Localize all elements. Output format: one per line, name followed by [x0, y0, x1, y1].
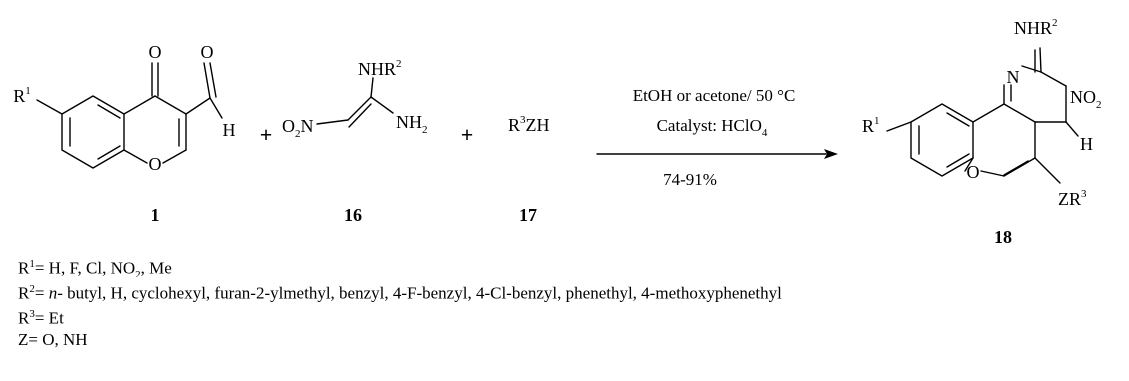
r2-definition: R2= n- butyl, H, cyclohexyl, furan-2-ylm… [18, 283, 782, 302]
compound-18-nhr2-label: NHR2 [1014, 17, 1058, 38]
r3-definition: R3= Et [18, 308, 64, 327]
compound-1-r1-label: R1 [13, 85, 31, 106]
compound-16-nitro-group: O2N [282, 116, 314, 140]
compound-18-structure [886, 47, 1079, 184]
condition-solvent-temperature: EtOH or acetone/ 50 °C [633, 86, 796, 105]
compound-18-hydrogen: H [1080, 134, 1093, 154]
condition-catalyst: Catalyst: HClO4 [657, 116, 768, 139]
compound-1-aldehyde-hydrogen: H [223, 120, 236, 140]
compound-1-structure [36, 62, 223, 169]
plus-sign-1: + [260, 122, 273, 147]
compound-16-structure [316, 77, 394, 128]
compound-1-ring-oxygen: O [149, 154, 162, 174]
compound-18-benzene-ring [910, 103, 974, 177]
r1-definition: R1= H, F, Cl, NO2, Me [18, 258, 172, 277]
compound-1-benzene-ring [61, 95, 125, 169]
reaction-yield: 74-91% [663, 170, 717, 189]
compound-1-number: 1 [151, 205, 160, 225]
compound-18-zr3-label: ZR3 [1058, 188, 1087, 209]
compound-18-r1-label: R1 [862, 115, 880, 136]
compound-18-pyridine-nitrogen: N [1007, 67, 1020, 87]
compound-18-nitro-group: NO2 [1070, 87, 1102, 111]
reaction-arrow-head [824, 149, 838, 159]
substituent-definitions: R1= H, F, Cl, NO2, Me R2= n- butyl, H, c… [18, 252, 1129, 377]
plus-sign-2: + [461, 122, 474, 147]
compound-1-aldehyde-oxygen: O [201, 42, 214, 62]
compound-16-number: 16 [344, 205, 362, 225]
compound-17-number: 17 [519, 205, 537, 225]
compound-16-nhr2-label: NHR2 [358, 58, 402, 79]
compound-18-ring-oxygen: O [967, 162, 980, 182]
compound-18-number: 18 [994, 227, 1012, 247]
compound-17-formula: R3ZH [508, 114, 550, 135]
compound-1-ketone-oxygen: O [149, 42, 162, 62]
compound-16-nh2-label: NH2 [396, 112, 428, 136]
z-definition: Z= O, NH [18, 330, 88, 349]
